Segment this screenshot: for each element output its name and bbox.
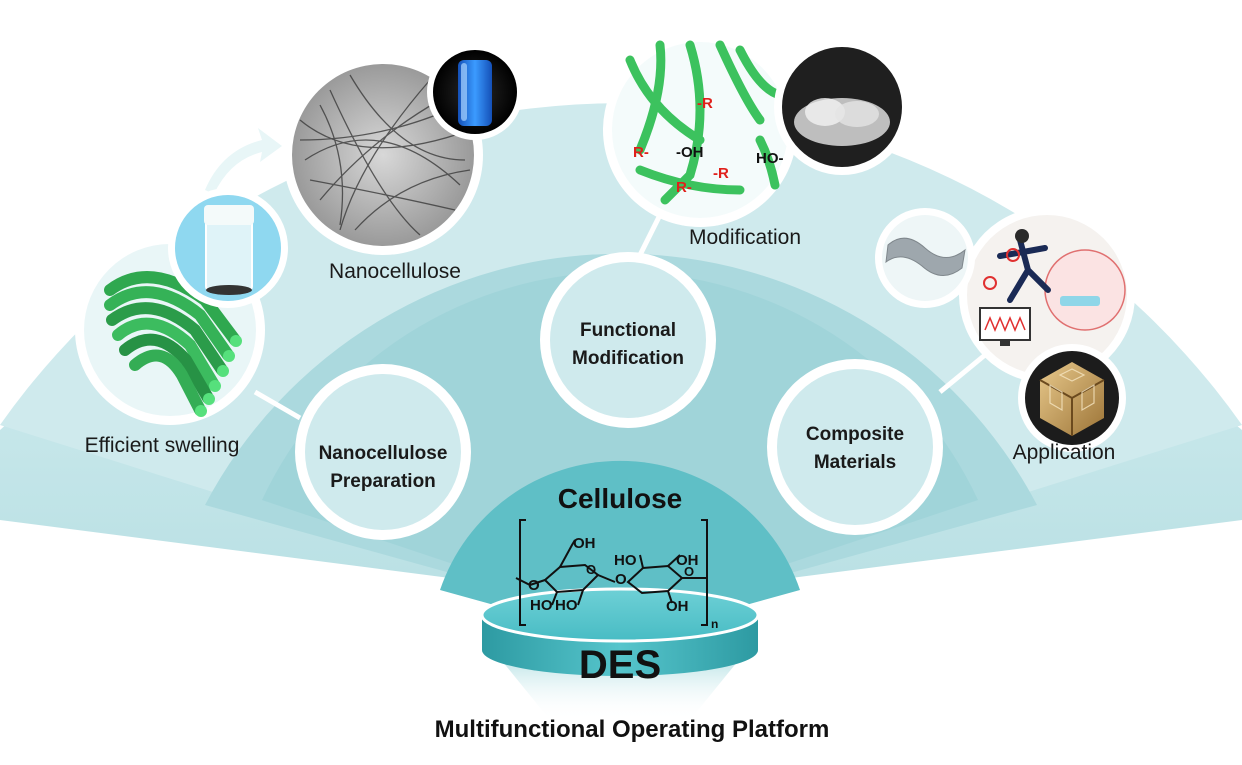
label-nanocellulose: Nanocellulose <box>329 260 461 283</box>
svg-text:-R: -R <box>713 165 729 182</box>
svg-text:OH: OH <box>676 552 699 569</box>
svg-text:-OH: -OH <box>676 144 704 161</box>
svg-text:R-: R- <box>633 144 649 161</box>
hydrogel-photo <box>774 39 910 175</box>
des-label: DES <box>579 643 661 687</box>
svg-text:HO: HO <box>614 552 637 569</box>
progress-arrow <box>205 128 282 194</box>
svg-text:O: O <box>684 564 694 579</box>
blue-vial-photo <box>427 44 523 140</box>
node-label-composite: Composite <box>806 424 904 445</box>
svg-text:O: O <box>586 562 596 577</box>
node-label-materials: Materials <box>814 452 896 473</box>
node-nanocellulose-preparation: Nanocellulose Preparation <box>295 364 471 540</box>
svg-text:HO-: HO- <box>756 150 784 167</box>
svg-text:OH: OH <box>573 535 596 552</box>
cellulose-label: Cellulose <box>558 483 682 514</box>
node-label-preparation: Preparation <box>330 471 436 492</box>
svg-text:HO: HO <box>530 597 553 614</box>
modification-image: -R R- -OH HO- R- -R <box>603 33 797 227</box>
svg-text:-R: -R <box>697 95 713 112</box>
cellulose-structure-labels: OH HO OH O O O O HO HO OH n <box>528 535 718 631</box>
label-application: Application <box>1013 441 1116 464</box>
node-label-nanocellulose: Nanocellulose <box>319 443 448 464</box>
node-label-modification: Modification <box>572 348 684 369</box>
svg-text:HO: HO <box>555 597 578 614</box>
label-modification: Modification <box>689 226 801 249</box>
aerogel-cube-photo <box>1018 344 1126 452</box>
application-image <box>959 207 1135 383</box>
swelling-vial-photo <box>168 188 288 308</box>
svg-text:OH: OH <box>666 598 689 615</box>
runner-icon <box>997 237 1051 303</box>
des-disc: DES <box>480 587 760 687</box>
svg-text:n: n <box>711 617 718 631</box>
label-efficient-swelling: Efficient swelling <box>85 434 240 457</box>
svg-text:O: O <box>528 577 540 594</box>
node-composite-materials: Composite Materials <box>767 359 943 535</box>
node-functional-modification: Functional Modification <box>540 252 716 428</box>
svg-text:R-: R- <box>676 179 692 196</box>
node-label-functional: Functional <box>580 320 676 341</box>
footer-title: Multifunctional Operating Platform <box>435 716 830 743</box>
flexible-film-photo <box>875 208 975 308</box>
monitor-icon <box>979 307 1031 341</box>
svg-text:O: O <box>615 571 627 588</box>
cellulose-structure <box>515 519 708 626</box>
fan-inner-sector <box>262 271 978 620</box>
connector-lines <box>253 213 987 421</box>
